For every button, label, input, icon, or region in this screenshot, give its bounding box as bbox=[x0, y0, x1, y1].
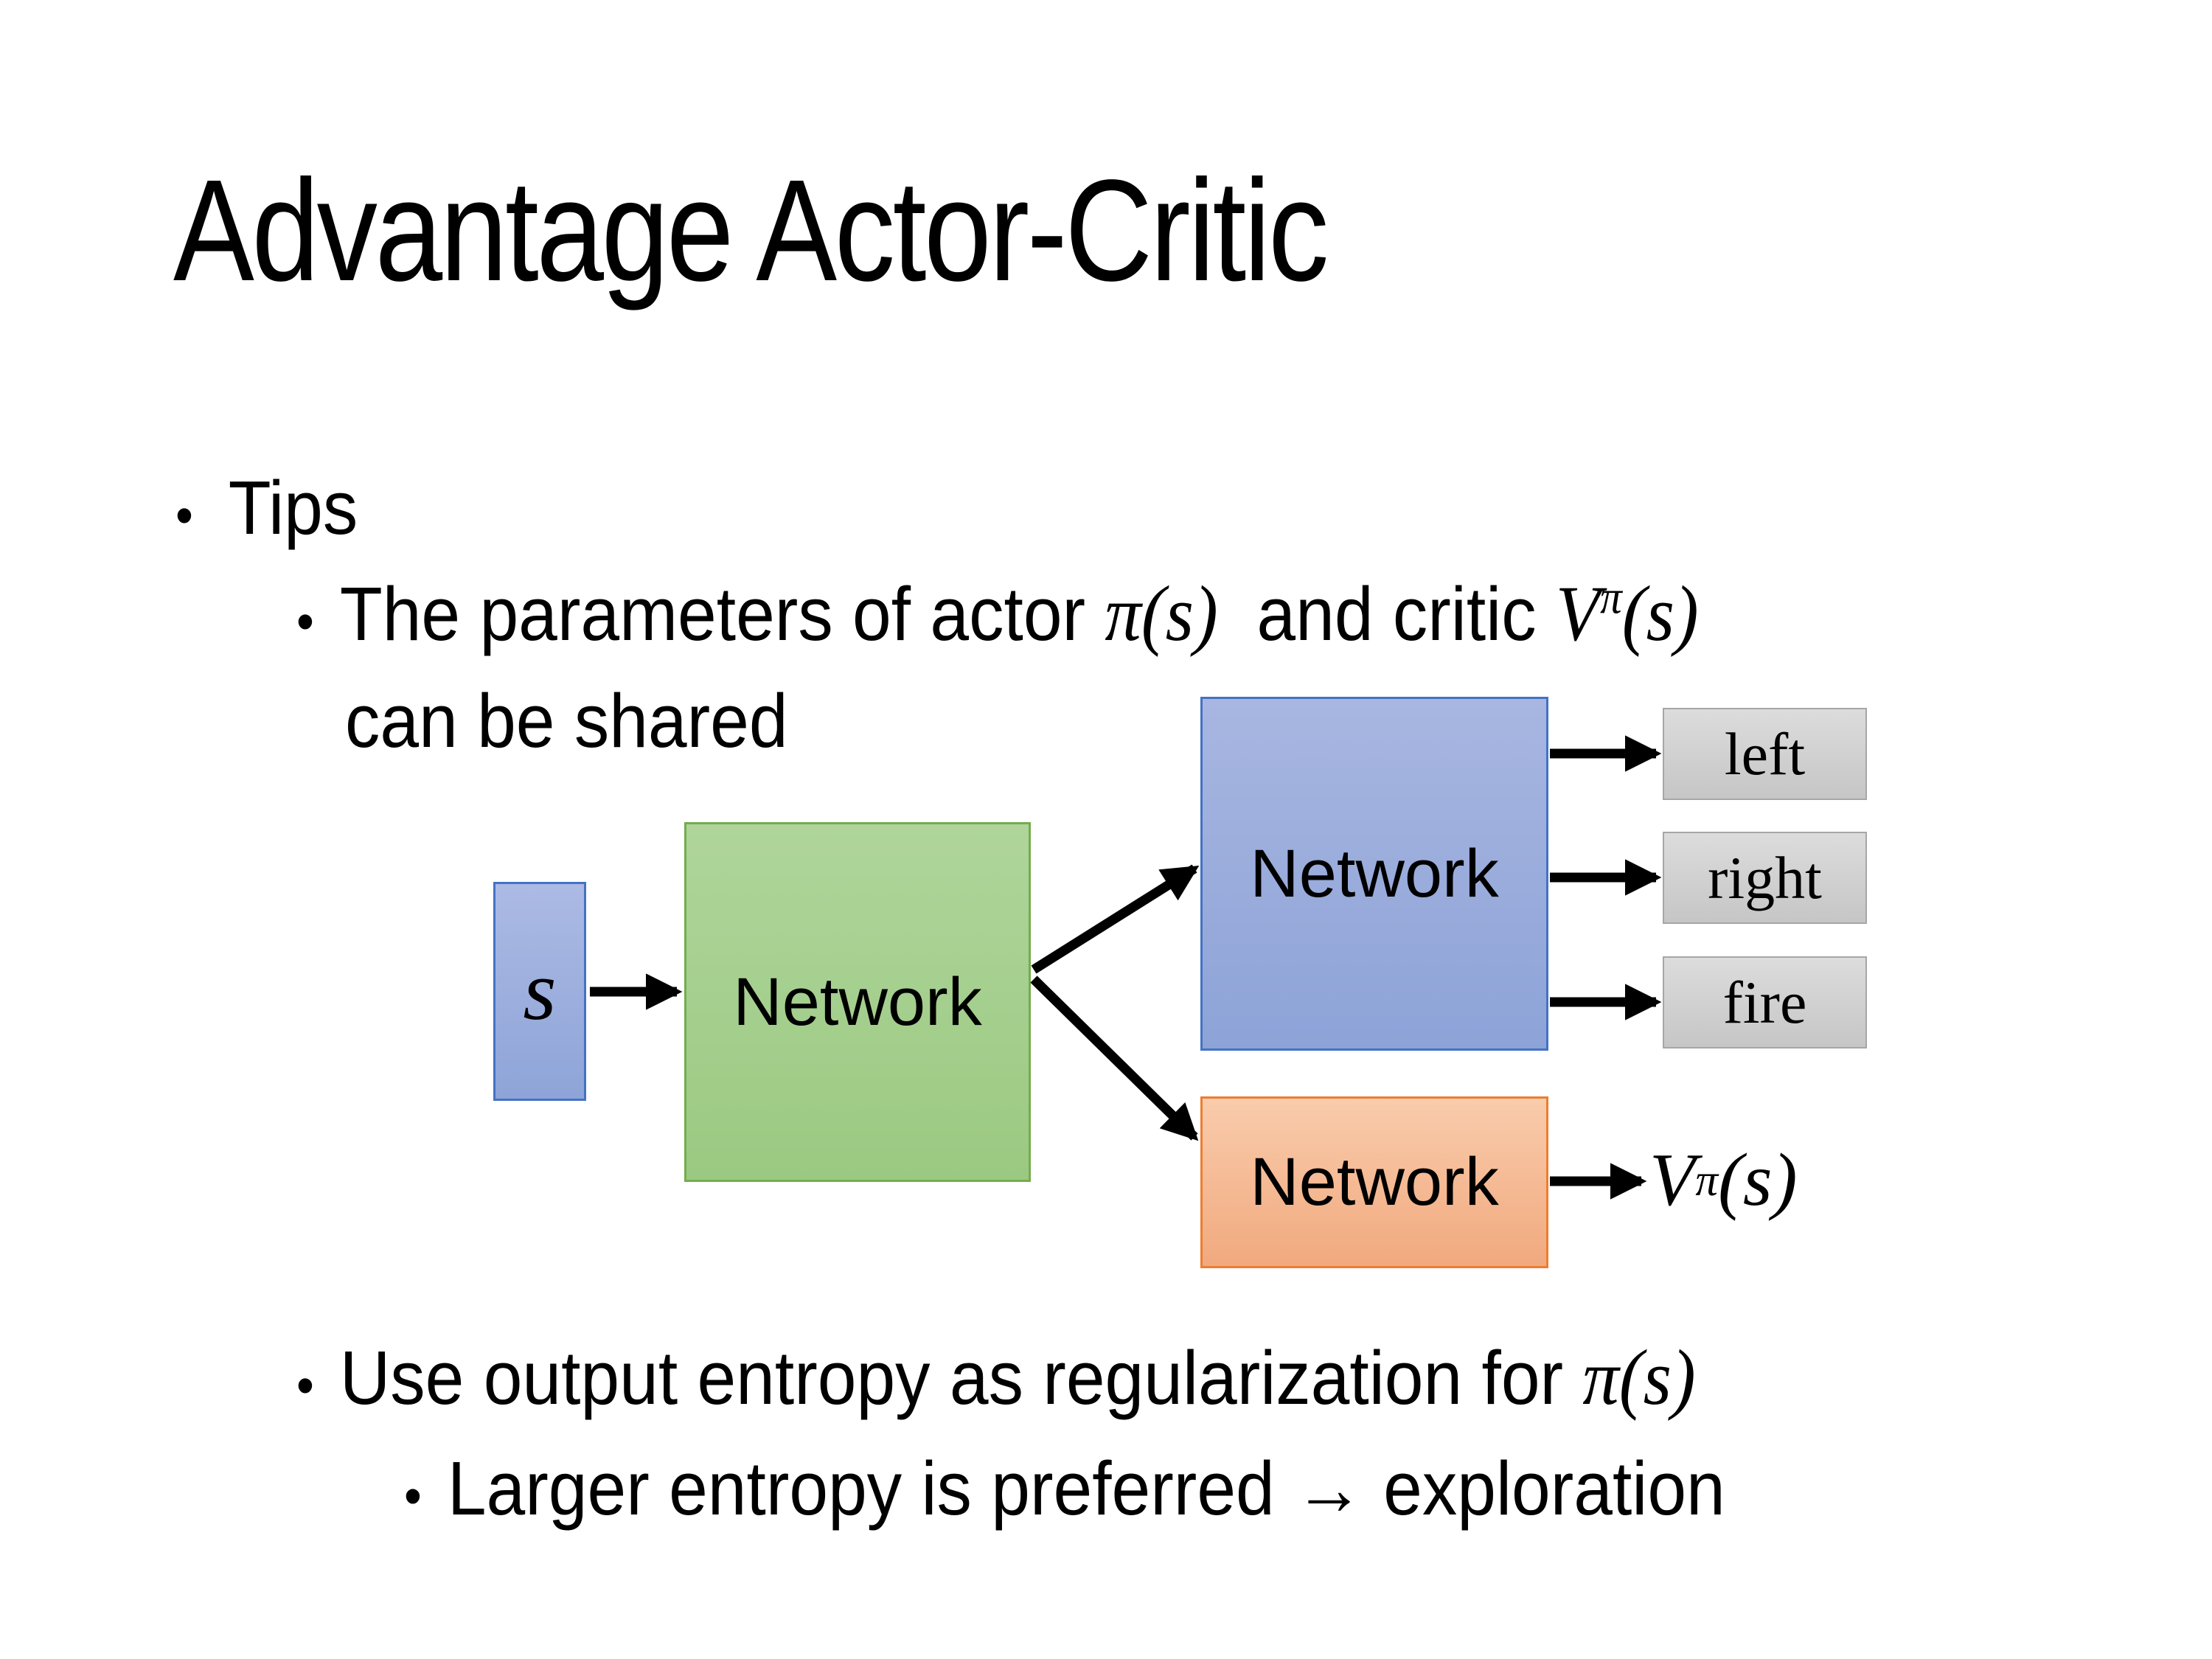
bullet-exploration: • Larger entropy is preferred → explorati… bbox=[404, 1444, 1725, 1534]
math-sup-pi: π bbox=[1600, 571, 1622, 624]
bullet-dot: • bbox=[296, 591, 314, 652]
value-V: V bbox=[1649, 1138, 1696, 1222]
state-label: s bbox=[523, 944, 557, 1038]
action-box-right: right bbox=[1663, 832, 1867, 924]
tips-label: Tips bbox=[228, 465, 358, 550]
actor-network-box: Network bbox=[1200, 697, 1548, 1051]
bullet-dot: • bbox=[296, 1354, 314, 1416]
value-args: (s) bbox=[1717, 1138, 1798, 1222]
shared-params-text: The parameters of actor π(s) and critic … bbox=[340, 568, 1699, 661]
entropy-text: Use output entropy as regularization for… bbox=[340, 1332, 1696, 1425]
bullet-entropy: • Use output entropy as regularization fo… bbox=[296, 1332, 1696, 1425]
critic-value-math: Vπ(s) bbox=[1556, 571, 1699, 658]
slide-title: Advantage Actor-Critic bbox=[173, 150, 1329, 311]
can-be-shared-text: can be shared bbox=[345, 678, 788, 763]
critic-network-label: Network bbox=[1250, 1144, 1499, 1220]
critic-network-box: Network bbox=[1200, 1096, 1548, 1268]
action-label-fire: fire bbox=[1722, 968, 1807, 1036]
math-args: (s) bbox=[1621, 571, 1699, 658]
exploration-text: Larger entropy is preferred → exploratio… bbox=[447, 1446, 1725, 1531]
arrow-shared-to-actor bbox=[1031, 864, 1200, 974]
action-label-left: left bbox=[1724, 720, 1806, 787]
entropy-pi-math: π(s) bbox=[1582, 1335, 1696, 1422]
text-before-actor: The parameters of actor bbox=[339, 571, 1105, 656]
bullet-shared-params: • The parameters of actor π(s) and critic… bbox=[296, 568, 1699, 661]
shared-params-line2: can be shared bbox=[345, 676, 788, 766]
state-box: s bbox=[493, 882, 586, 1101]
arrow-shared-to-critic bbox=[1030, 975, 1199, 1141]
bullet-tips: • Tips bbox=[175, 463, 358, 553]
bullet-dot: • bbox=[404, 1465, 422, 1526]
action-box-fire: fire bbox=[1663, 956, 1867, 1048]
action-box-left: left bbox=[1663, 708, 1867, 800]
entropy-sentence: Use output entropy as regularization for bbox=[339, 1335, 1583, 1420]
shared-network-box: Network bbox=[684, 822, 1031, 1182]
bullet-dot: • bbox=[175, 484, 193, 546]
text-between: and critic bbox=[1217, 571, 1556, 656]
shared-network-label: Network bbox=[733, 964, 982, 1040]
actor-network-label: Network bbox=[1250, 835, 1499, 911]
actor-pi-math: π(s) bbox=[1105, 571, 1218, 658]
action-label-right: right bbox=[1708, 844, 1822, 911]
math-V: V bbox=[1555, 571, 1601, 658]
